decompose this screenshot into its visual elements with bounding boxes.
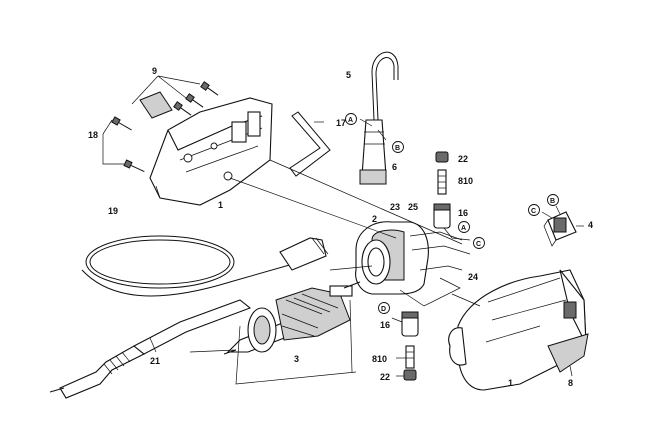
handpiece [49,299,252,399]
callout-4: 4 [588,220,593,230]
brush-cap-lower [401,311,419,381]
callout-16-lower: 16 [380,320,390,330]
label-plate [547,333,589,373]
svg-text:D: D [381,306,386,313]
connector-d-brush: D [378,302,390,314]
callout-2: 2 [372,214,377,224]
callout-17: 17 [336,118,346,128]
svg-text:A: A [348,117,353,124]
callout-19: 19 [108,206,118,216]
brush-cap-upper [433,151,471,241]
callout-25: 25 [408,202,418,212]
connector-c-switch: C [528,204,540,216]
callout-18: 18 [88,130,98,140]
callout-810-lower: 810 [372,354,387,364]
callout-1-top: 1 [218,200,223,210]
svg-text:C: C [476,241,481,248]
motor-housing [448,269,587,391]
screw-set [111,81,219,173]
callout-21: 21 [150,356,160,366]
callout-22-lower: 22 [380,372,390,382]
connector-a-cord: A [345,113,357,125]
callout-8: 8 [568,378,573,388]
armature [223,281,361,355]
connector-a-coil: A [458,221,470,233]
svg-text:B: B [550,198,555,205]
callout-6: 6 [392,162,397,172]
power-cord [371,51,399,121]
callout-24: 24 [468,272,478,282]
svg-text:B: B [395,145,400,152]
svg-text:C: C [531,208,536,215]
connector-b-switch: B [547,194,559,206]
callout-23: 23 [390,202,400,212]
flex-shaft-sleeve [279,237,329,271]
callout-1-right: 1 [508,378,513,388]
housing-half-upper [149,97,273,206]
field-coil [355,221,471,295]
connector-c-coil: C [473,237,485,249]
callout-9: 9 [152,66,157,76]
spring-clip [289,111,331,177]
coil-bracket-line [399,277,461,307]
connector-b-cord: B [392,141,404,153]
callout-810-upper: 810 [458,176,473,186]
svg-text:A: A [461,225,466,232]
callout-22-upper: 22 [458,154,468,164]
callout-16-upper: 16 [458,208,468,218]
callout-3: 3 [294,354,299,364]
switch [543,211,577,247]
flex-shaft [81,235,301,297]
callout-5: 5 [346,70,351,80]
strain-relief [359,119,387,185]
